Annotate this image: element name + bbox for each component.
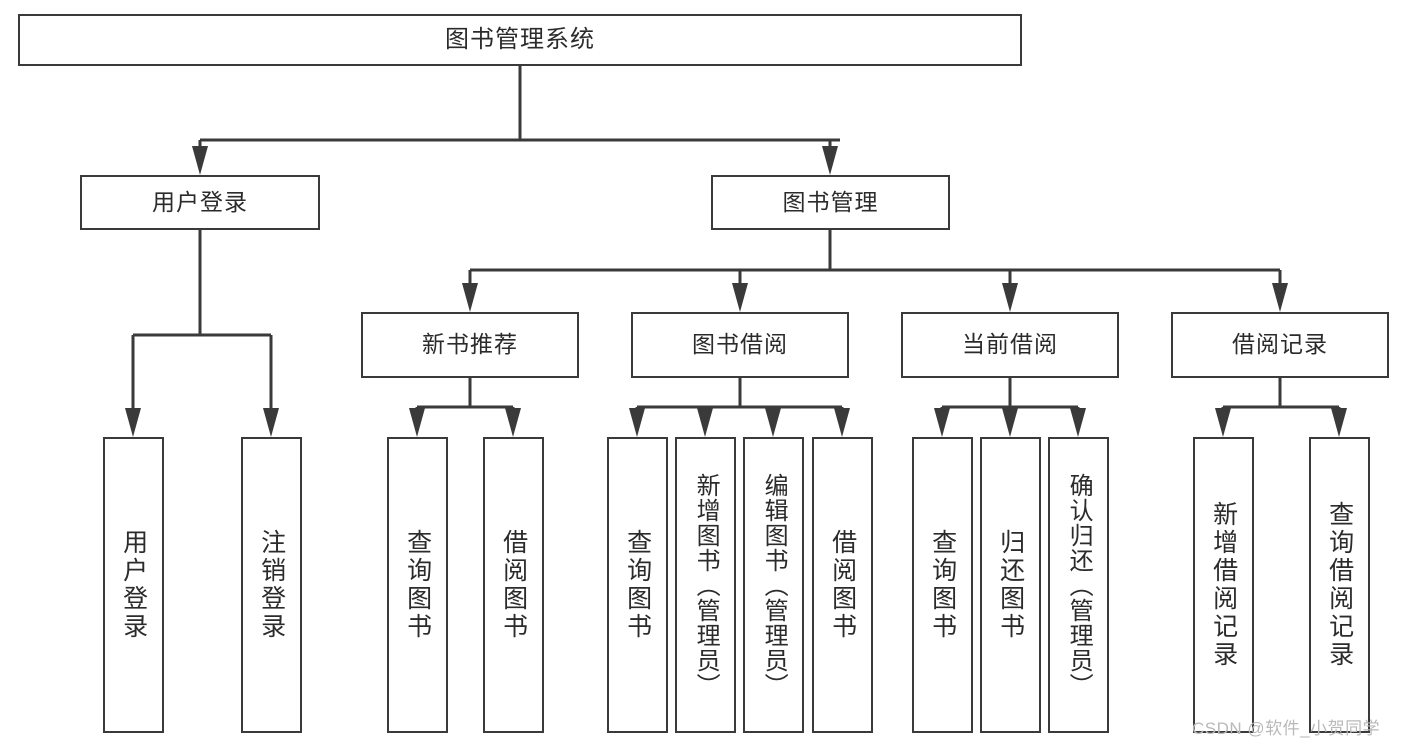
arrowhead-login-l1 [125,408,141,437]
arrowhead-nbr-l2 [505,408,521,437]
node-current-borrow[interactable]: 当前借阅 [901,312,1119,378]
node-leaf-return-book[interactable]: 归还图书 [980,437,1041,733]
node-leaf-confirm-return-admin[interactable]: 确认归还（管理员） [1048,437,1109,733]
arrowhead-bb-l2 [697,408,713,437]
node-label: 确认归还（管理员） [1065,472,1093,698]
node-leaf-query-book-cb[interactable]: 查询图书 [912,437,973,733]
node-label: 注销登录 [257,529,286,641]
arrowhead-login [192,146,208,175]
node-label: 图书管理 [782,188,879,215]
node-leaf-query-book-bb[interactable]: 查询图书 [607,437,668,733]
node-leaf-logout[interactable]: 注销登录 [241,437,302,733]
arrowhead-bb-l4 [834,408,850,437]
node-label: 新书推荐 [422,331,518,358]
node-label: 查询图书 [928,529,957,641]
csdn-watermark: CSDN @软件_小贺同学 [1192,719,1381,738]
arrowhead-br-l1 [1215,408,1231,437]
node-label: 图书借阅 [692,331,788,358]
node-leaf-edit-book-admin[interactable]: 编辑图书（管理员） [743,437,804,733]
arrowhead-cb-l1 [934,408,950,437]
node-label: 编辑图书（管理员） [760,472,788,698]
node-new-book-recommend[interactable]: 新书推荐 [361,312,579,378]
arrowhead-cb [1002,283,1018,312]
node-label: 借阅图书 [828,529,857,641]
node-label: 当前借阅 [962,331,1058,358]
node-leaf-add-borrow-record[interactable]: 新增借阅记录 [1193,437,1254,733]
arrowhead-bb-l3 [765,408,781,437]
arrowhead-nbr-l1 [409,408,425,437]
node-borrow-record[interactable]: 借阅记录 [1171,312,1389,378]
node-label: 查询图书 [403,529,432,641]
node-label: 借阅记录 [1232,331,1328,358]
node-leaf-borrow-book-nbr[interactable]: 借阅图书 [483,437,544,733]
node-leaf-query-book-nbr[interactable]: 查询图书 [387,437,448,733]
node-book-management[interactable]: 图书管理 [711,175,950,230]
arrowhead-cb-l2 [1002,408,1018,437]
node-label: 图书管理系统 [445,25,595,53]
node-label: 归还图书 [996,529,1025,641]
node-label: 新增借阅记录 [1209,501,1238,669]
node-label: 用户登录 [152,188,248,215]
node-root-book-management-system[interactable]: 图书管理系统 [18,14,1022,66]
node-label: 查询借阅记录 [1325,501,1354,669]
arrowhead-br-l2 [1331,408,1347,437]
node-leaf-user-login[interactable]: 用户登录 [103,437,164,733]
node-label: 新增图书（管理员） [692,472,720,698]
node-book-borrow[interactable]: 图书借阅 [631,312,849,378]
arrowhead-cb-l3 [1070,408,1086,437]
node-leaf-borrow-book-bb[interactable]: 借阅图书 [812,437,873,733]
arrowhead-bookmgmt [822,146,838,175]
arrowhead-nbr [462,283,478,312]
node-label: 查询图书 [623,529,652,641]
node-leaf-add-book-admin[interactable]: 新增图书（管理员） [675,437,736,733]
node-label: 用户登录 [119,529,148,641]
node-label: 借阅图书 [499,529,528,641]
arrowhead-login-l2 [263,408,279,437]
arrowhead-bb-l1 [629,408,645,437]
arrowhead-bb [732,283,748,312]
arrowhead-br [1272,283,1288,312]
node-user-login[interactable]: 用户登录 [80,175,320,230]
node-leaf-query-borrow-record[interactable]: 查询借阅记录 [1309,437,1370,733]
